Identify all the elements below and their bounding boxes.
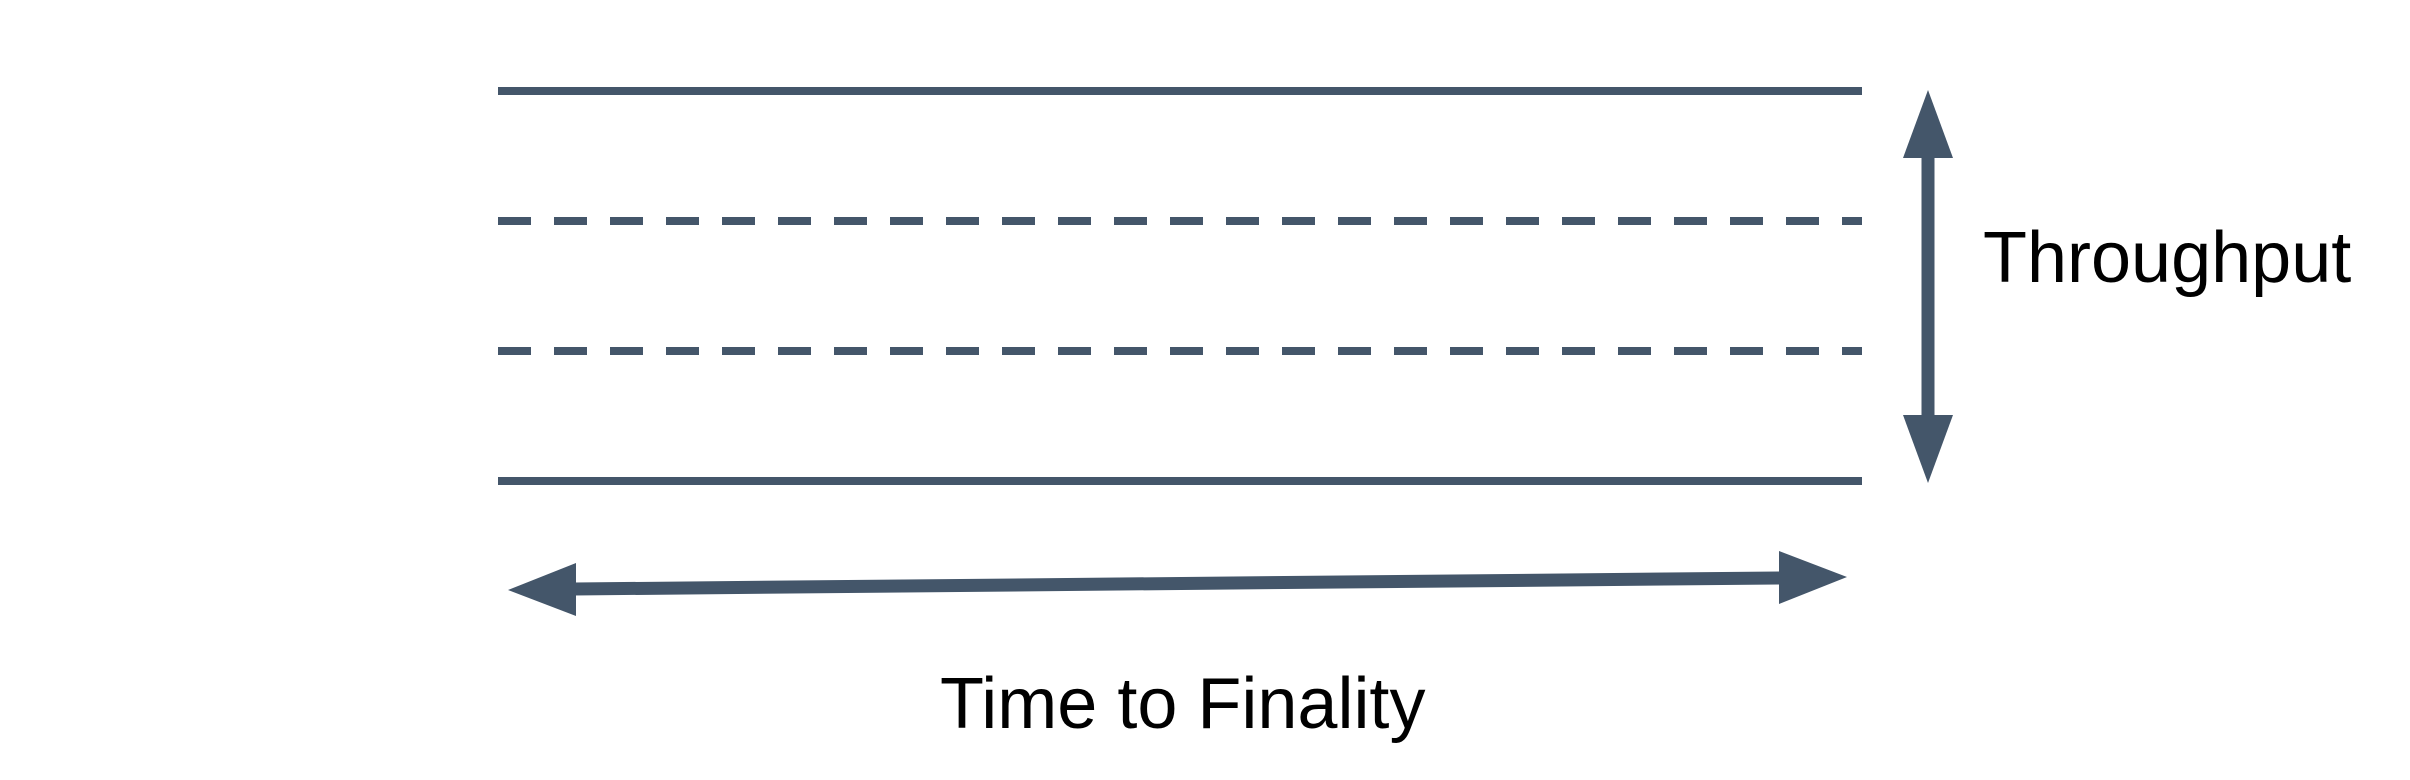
- vertical-arrow-up-head-icon: [1903, 90, 1953, 158]
- horizontal-double-arrow: [508, 551, 1847, 616]
- horizontal-arrow-shaft: [573, 571, 1782, 596]
- time-to-finality-label: Time to Finality: [940, 664, 1426, 744]
- horizontal-arrow-right-head-icon: [1779, 551, 1847, 604]
- vertical-arrow-down-head-icon: [1903, 415, 1953, 483]
- horizontal-arrow-left-head-icon: [508, 563, 576, 616]
- throughput-label: Throughput: [1983, 218, 2352, 298]
- vertical-double-arrow: [1903, 90, 1953, 483]
